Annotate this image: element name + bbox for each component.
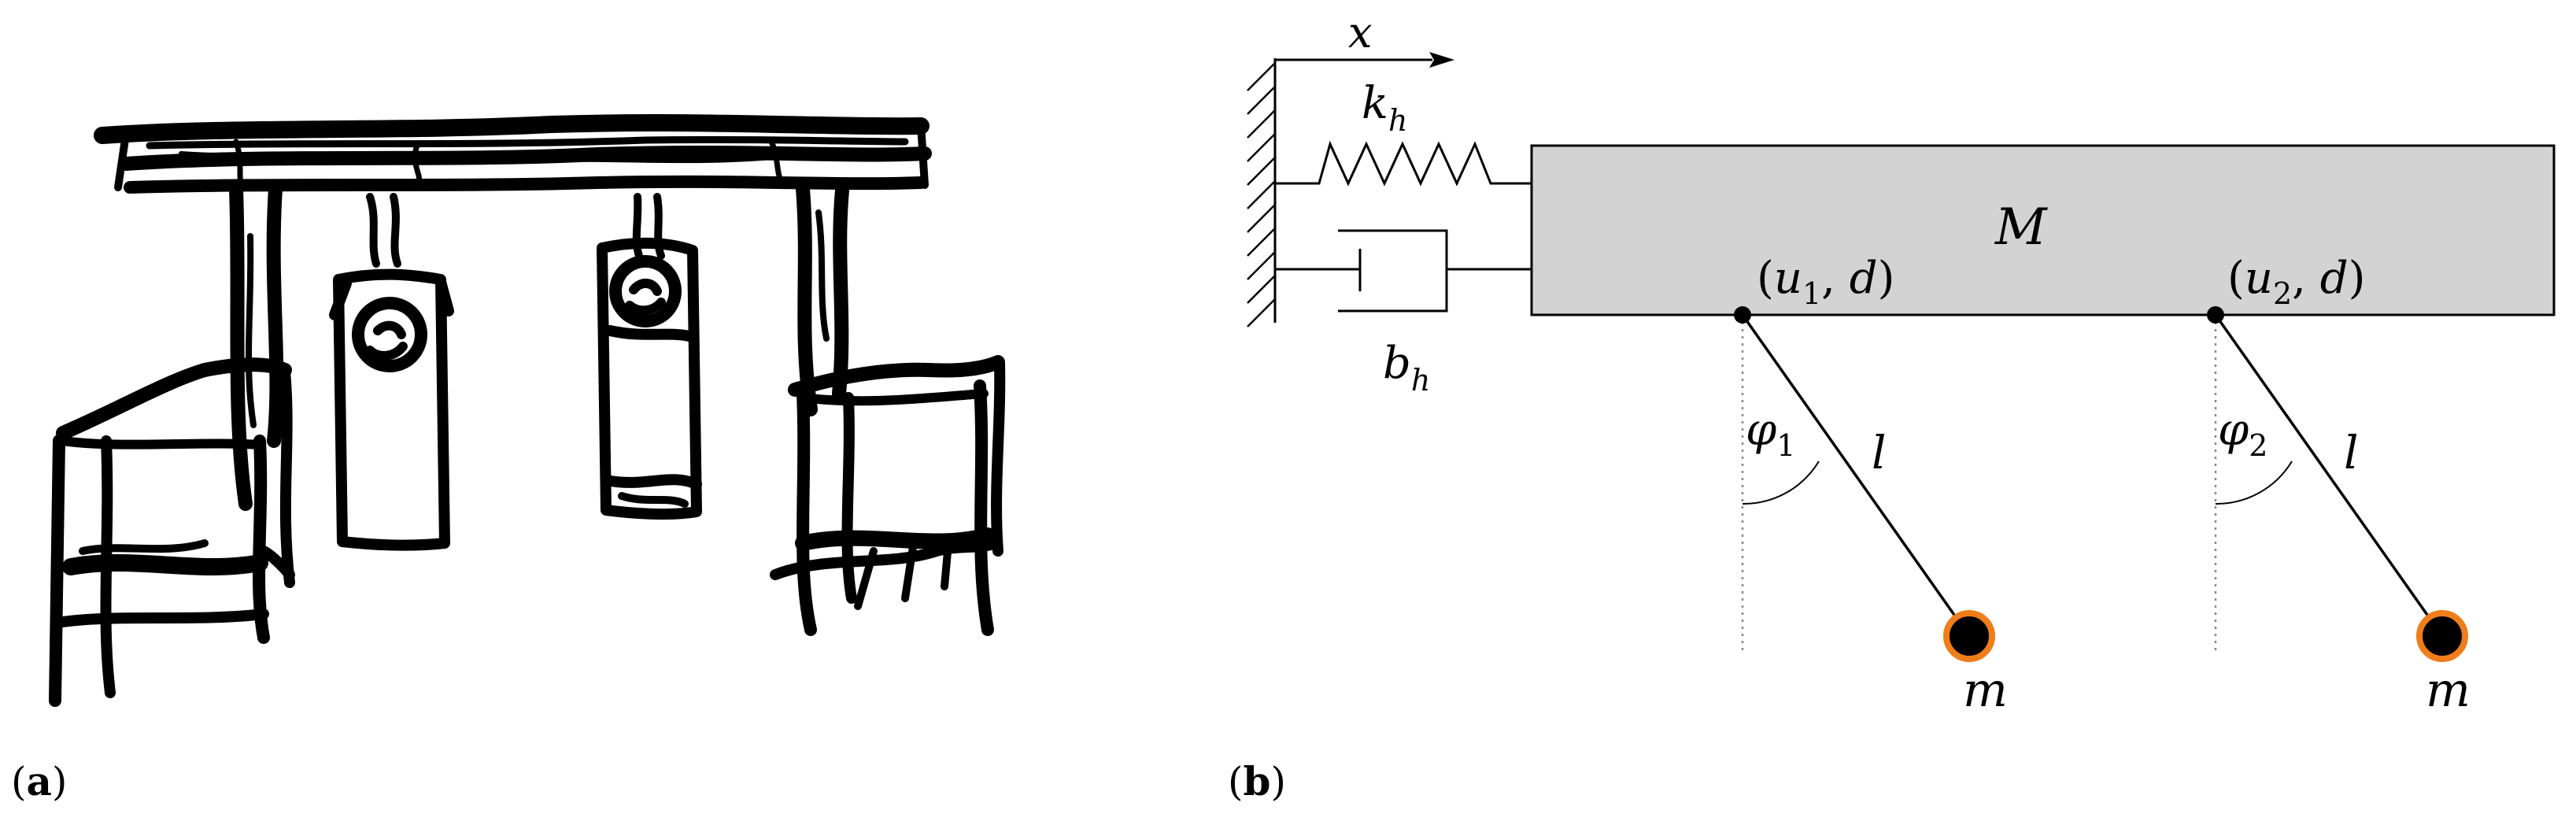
- spring: [1275, 140, 1532, 187]
- sketch-left-stand: [49, 357, 295, 707]
- sketch-right-box: [597, 193, 702, 520]
- rod-1: [1741, 313, 1971, 638]
- pivot-2: [2207, 306, 2224, 324]
- pivot-1-label: (u1, d): [1757, 253, 1894, 311]
- panel-b-label: (b): [1228, 758, 1286, 805]
- x-axis-arrow: [1275, 52, 1454, 68]
- wall: [1247, 58, 1277, 327]
- mass-block: [1530, 144, 2556, 316]
- damper-label: bh: [1383, 338, 1430, 398]
- angle-1-label: φ1: [1746, 405, 1795, 463]
- sketch-left-box: [329, 193, 454, 551]
- spring-label: kh: [1362, 78, 1407, 138]
- pivot-2-label: (u2, d): [2227, 253, 2365, 311]
- damper: [1275, 229, 1532, 313]
- rod-2: [2214, 313, 2444, 638]
- pivot-1: [1734, 306, 1751, 324]
- angle-arc-2: [2215, 461, 2293, 505]
- mass-block-label: M: [1994, 198, 2048, 257]
- sketch-top-beam: [94, 114, 932, 194]
- bob-1-label: m: [1963, 663, 2008, 718]
- sketch-right-stand: [770, 355, 1006, 636]
- angle-arc-1: [1742, 461, 1820, 505]
- panel-a-label: (a): [11, 758, 67, 805]
- x-axis-label: x: [1348, 8, 1372, 57]
- bob-2-label: m: [2426, 663, 2471, 718]
- bob-1: [1943, 610, 1995, 662]
- pendulum-2: [2207, 306, 2468, 662]
- rod-2-label: l: [2344, 426, 2359, 479]
- panel-a-sketch: [49, 114, 1006, 707]
- bob-2: [2416, 610, 2468, 662]
- panel-b-schematic: x kh bh M (u1, d): [1247, 8, 2556, 718]
- pendulum-1: [1734, 306, 1995, 662]
- rod-1-label: l: [1872, 426, 1887, 479]
- sketch-posts: [229, 182, 849, 511]
- angle-2-label: φ2: [2218, 405, 2267, 463]
